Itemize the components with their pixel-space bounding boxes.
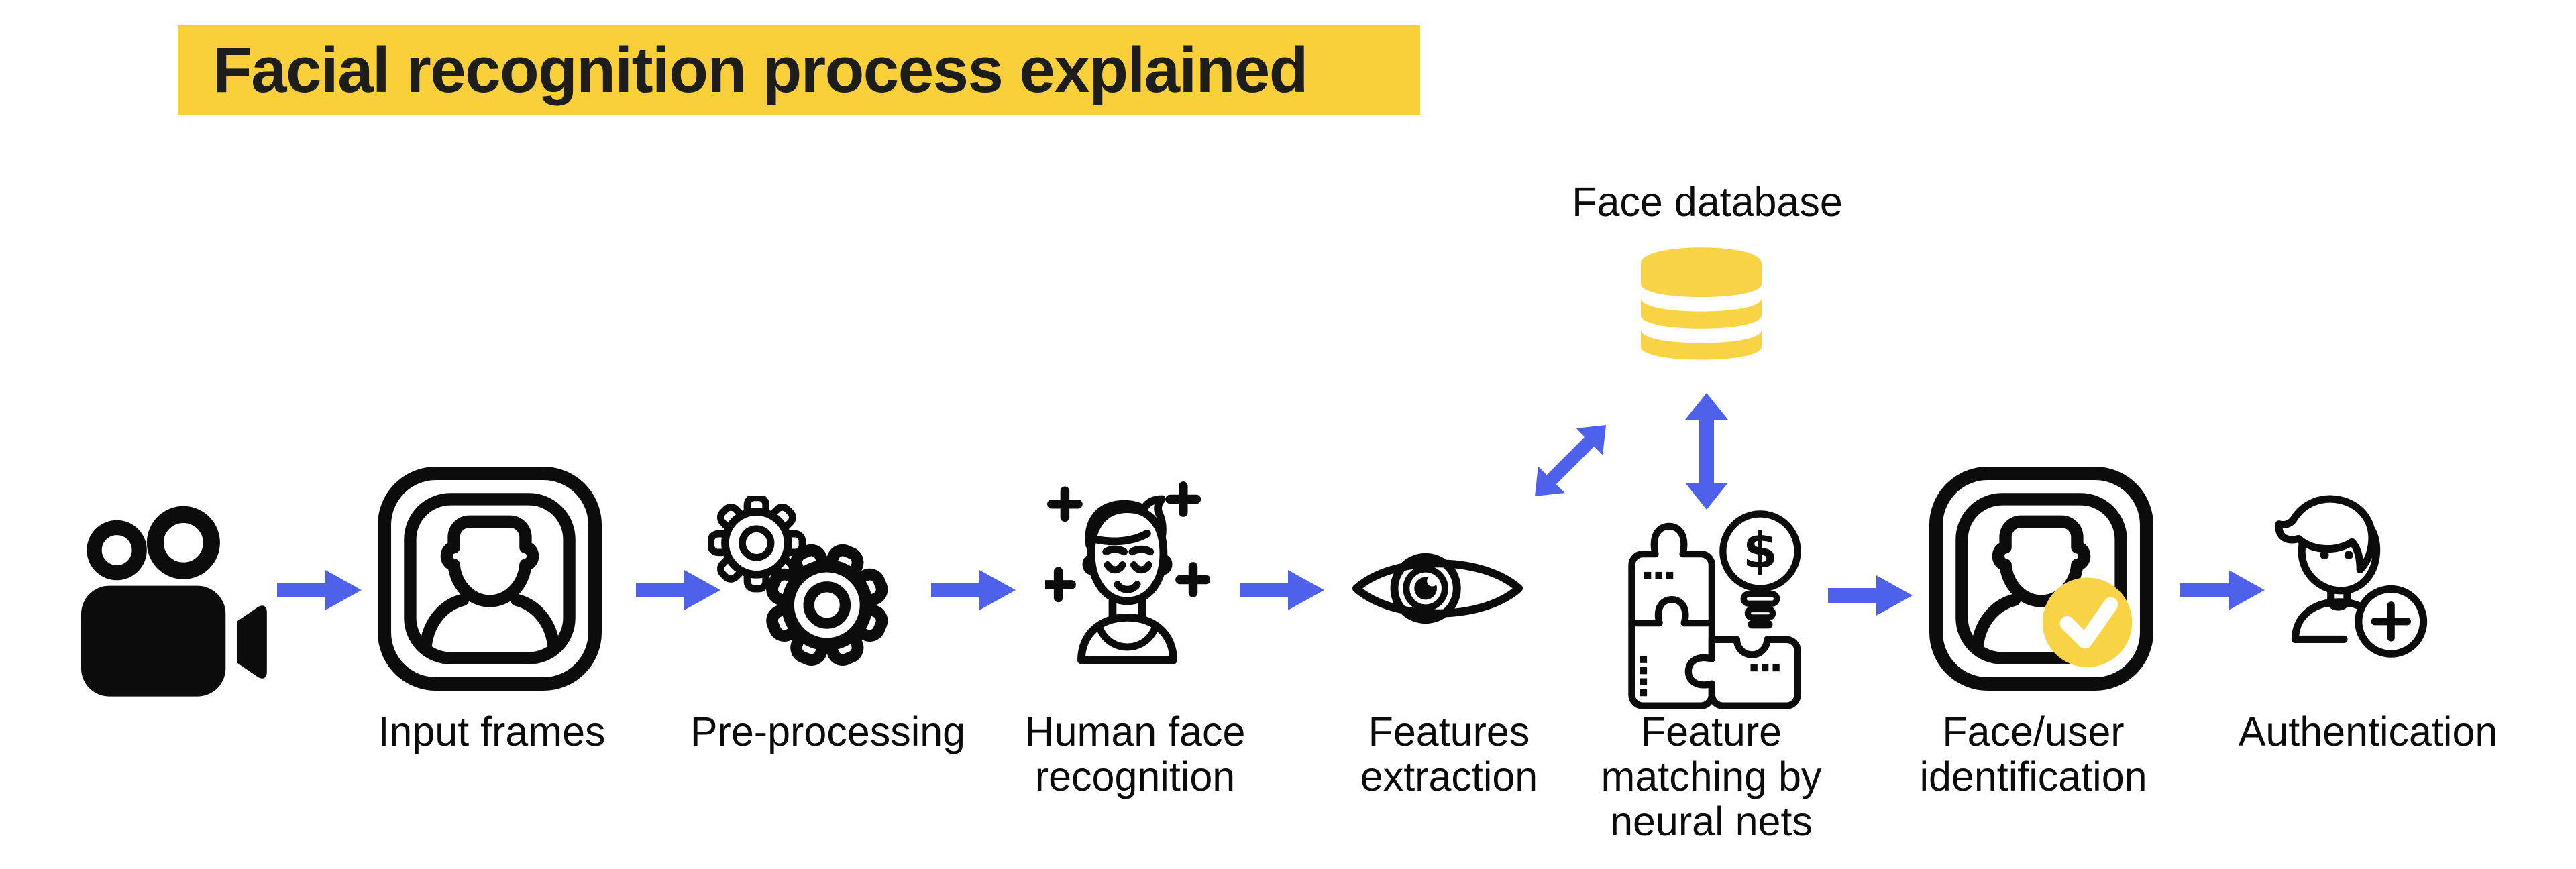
person-add-icon bbox=[2274, 487, 2436, 669]
flow-arrow bbox=[2180, 569, 2265, 612]
title-banner: Facial recognition process explained bbox=[178, 25, 1420, 115]
flow-arrow bbox=[277, 569, 362, 612]
video-camera-icon bbox=[79, 500, 267, 702]
flow-arrow bbox=[931, 569, 1016, 612]
step-label-feature-matching: Feature matching by neural nets bbox=[1601, 709, 1822, 844]
eye-icon bbox=[1350, 544, 1525, 632]
diagonal-double-arrow bbox=[1521, 412, 1619, 510]
face-frame-icon bbox=[378, 467, 602, 691]
face-id-check-icon bbox=[1929, 467, 2153, 691]
step-label-face-user-identification: Face/user identification bbox=[1919, 709, 2147, 799]
step-label-input-frames: Input frames bbox=[378, 709, 606, 754]
page-title: Facial recognition process explained bbox=[213, 34, 1308, 106]
step-label-pre-processing: Pre-processing bbox=[690, 709, 966, 754]
face-landmarks-icon bbox=[1045, 479, 1210, 680]
flow-arrow bbox=[636, 569, 720, 612]
database-cylinder-icon bbox=[1635, 243, 1768, 363]
step-label-features-extraction: Features extraction bbox=[1360, 709, 1538, 799]
database-label: Face database bbox=[1572, 179, 1843, 225]
gears-icon bbox=[708, 496, 896, 703]
vertical-double-arrow bbox=[1685, 393, 1728, 510]
flow-arrow bbox=[1240, 569, 1324, 612]
puzzle-lightbulb-icon: $ bbox=[1623, 504, 1806, 714]
check-badge bbox=[2042, 577, 2133, 667]
step-label-authentication: Authentication bbox=[2238, 709, 2498, 754]
flow-arrow bbox=[1828, 574, 1913, 617]
step-label-human-face-recognition: Human face recognition bbox=[1024, 709, 1246, 799]
dollar-symbol: $ bbox=[1743, 522, 1778, 580]
